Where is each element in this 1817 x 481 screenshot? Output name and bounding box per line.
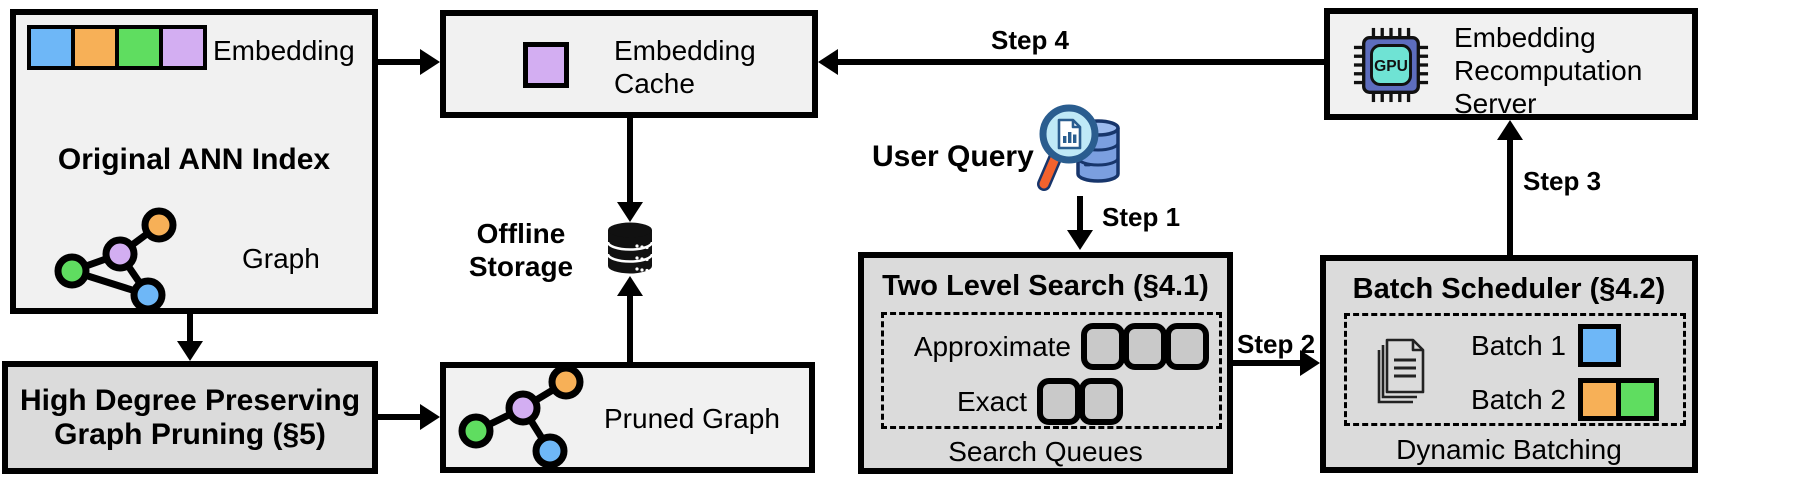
approximate-queues <box>1081 323 1209 370</box>
step2-label: Step 2 <box>1237 329 1316 359</box>
server-label-line3: Server <box>1454 88 1537 119</box>
high-degree-pruning-title-line1: High Degree Preserving <box>19 384 361 417</box>
offline-storage-label-line1: Offline <box>476 218 566 249</box>
step3-label: Step 3 <box>1523 166 1602 196</box>
user-query-label: User Query <box>872 140 1034 173</box>
batch2-chunks <box>1578 378 1659 421</box>
batch1-chunks <box>1578 324 1621 367</box>
step4-label: Step 4 <box>990 25 1070 55</box>
dynamic-batching-caption: Dynamic Batching <box>1396 434 1622 465</box>
pruned-graph-icon <box>458 364 584 469</box>
batch-chunk-orange <box>1578 378 1621 421</box>
embedding-cache-label-line1: Embedding <box>614 35 756 66</box>
search-queues-caption: Search Queues <box>948 436 1143 467</box>
original-ann-index-box: Embedding Original ANN Index Graph <box>10 9 378 314</box>
server-label-line2: Recomputation <box>1454 55 1643 86</box>
gpu-icon: GPU <box>1353 27 1429 103</box>
graph-icon <box>54 207 177 313</box>
embedding-cell-purple <box>163 29 203 66</box>
offline-storage-database-icon <box>606 222 654 274</box>
embedding-cache-box: Embedding Cache <box>440 10 818 118</box>
offline-storage-label-line2: Storage <box>468 251 574 282</box>
step1-label: Step 1 <box>1102 202 1181 232</box>
batch2-label: Batch 2 <box>1471 384 1566 415</box>
approximate-label: Approximate <box>913 331 1071 362</box>
embedding-label: Embedding <box>213 35 355 66</box>
recomputation-server-box: GPU Embedding Recomputation Server <box>1324 8 1698 120</box>
pruned-graph-box: Pruned Graph <box>440 362 815 473</box>
queue-slot <box>1079 378 1123 425</box>
dynamic-batching-region: Batch 1 Batch 2 <box>1344 313 1686 426</box>
embedding-cell-blue <box>31 29 71 66</box>
batch-chunk-blue <box>1578 324 1621 367</box>
queue-slot <box>1081 323 1125 370</box>
embedding-cell-green <box>119 29 159 66</box>
cached-embedding-icon <box>523 42 569 88</box>
graph-label: Graph <box>242 243 320 274</box>
queue-slot <box>1165 323 1209 370</box>
high-degree-pruning-title-line2: Graph Pruning (§5) <box>54 418 326 451</box>
search-queues-region: Approximate Exact <box>881 312 1222 429</box>
embedding-cell-orange <box>75 29 115 66</box>
batch-scheduler-title: Batch Scheduler (§4.2) <box>1352 273 1666 305</box>
original-ann-index-title: Original ANN Index <box>57 143 331 176</box>
exact-queues <box>1037 378 1123 425</box>
queue-slot <box>1037 378 1081 425</box>
high-degree-pruning-box: High Degree Preserving Graph Pruning (§5… <box>2 361 378 474</box>
batch-scheduler-box: Batch Scheduler (§4.2) Batch 1 Batch 2 <box>1320 255 1698 473</box>
user-query-icon <box>1037 104 1120 191</box>
batch1-label: Batch 1 <box>1471 330 1566 361</box>
two-level-search-title: Two Level Search (§4.1) <box>882 270 1209 302</box>
exact-label: Exact <box>956 386 1027 417</box>
gpu-chip-text: GPU <box>1374 58 1408 75</box>
queries-documents-icon <box>1377 338 1425 404</box>
embedding-cache-label-line2: Cache <box>614 68 695 99</box>
pruned-graph-label: Pruned Graph <box>604 403 780 434</box>
queue-slot <box>1123 323 1167 370</box>
two-level-search-box: Two Level Search (§4.1) Approximate Exac… <box>858 252 1233 474</box>
batch-chunk-green <box>1616 378 1659 421</box>
embedding-vector-icon <box>27 25 207 70</box>
server-label-line1: Embedding <box>1454 22 1596 53</box>
